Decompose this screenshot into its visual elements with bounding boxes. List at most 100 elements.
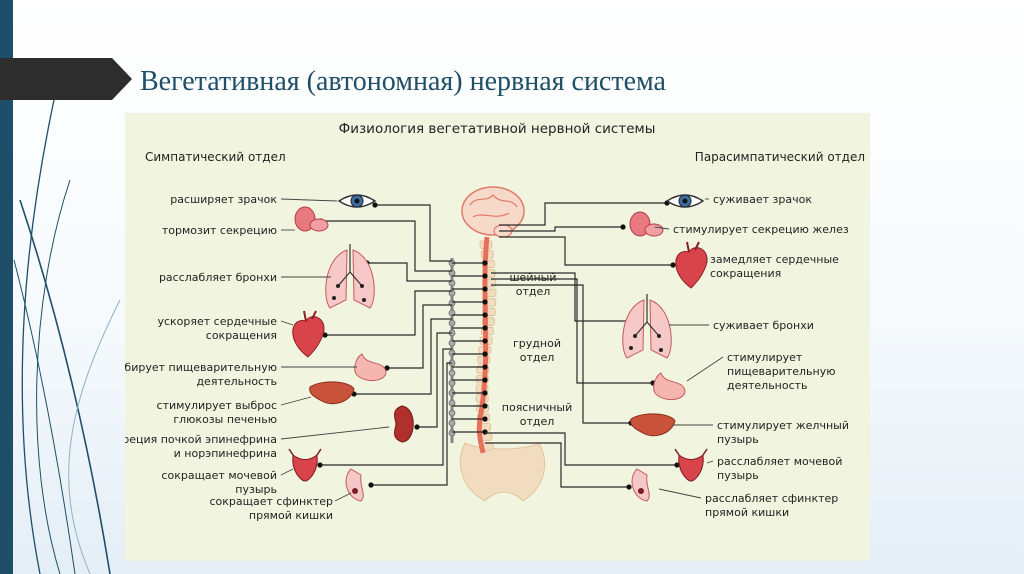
nerve-fiber	[485, 432, 677, 466]
kidney-icon	[394, 405, 414, 443]
nerve-node	[670, 262, 676, 268]
sympathetic-header: Симпатический отдел	[145, 150, 286, 164]
nerve-node	[482, 338, 488, 344]
spine-region-text: отдел	[520, 351, 555, 364]
decorative-curves	[13, 99, 121, 574]
label-pointer	[280, 320, 294, 326]
brain	[461, 186, 525, 238]
ganglion	[448, 429, 456, 437]
nerve-fiber	[499, 202, 667, 226]
sympathetic-effect-text: секреция почкой эпинефрина	[125, 433, 277, 446]
bladder-icon	[288, 448, 322, 482]
ganglion	[448, 419, 456, 427]
spine-region-text: шейный	[509, 271, 556, 284]
stomach-icon	[653, 372, 686, 400]
nerve-fiber	[485, 442, 629, 488]
spine-region-text: грудной	[513, 337, 561, 350]
sympathetic-effect-text: сокращения	[206, 329, 277, 342]
parasympathetic-effect-text: стимулирует желчный	[717, 419, 849, 432]
parasympathetic-effect-text: пищеварительную	[727, 365, 835, 378]
spine-region-text: отдел	[520, 415, 555, 428]
nerve-node	[482, 403, 488, 409]
liver-icon	[630, 413, 676, 437]
nerve-node	[482, 260, 488, 266]
sympathetic-effect-text: глюкозы печенью	[173, 413, 277, 426]
parasympathetic-effect-text: деятельность	[727, 379, 808, 392]
label-pointer	[280, 396, 312, 406]
nerve-fiber	[375, 204, 452, 262]
label-pointers	[280, 198, 724, 502]
ganglion	[448, 399, 456, 407]
salivary-gland-icon	[294, 206, 329, 232]
nerve-node	[620, 224, 626, 230]
nerve-node	[368, 482, 374, 488]
nerve-node	[482, 429, 488, 435]
organ-illustrations	[288, 194, 708, 502]
sympathetic-effect-text: прямой кишки	[249, 509, 333, 522]
nerve-node	[414, 424, 420, 430]
nerve-fiber	[387, 304, 452, 369]
nerve-fiber	[325, 290, 452, 336]
liver-icon	[309, 381, 355, 405]
nerve-fiber	[491, 272, 631, 322]
nerve-node	[674, 462, 680, 468]
spine-region-text: отдел	[516, 285, 551, 298]
nerve-node	[482, 351, 488, 357]
left-accent-bar	[0, 0, 13, 574]
nerve-fiber	[367, 262, 452, 282]
label-pointer	[686, 356, 724, 382]
title-arrow-shape	[0, 58, 132, 100]
label-pointer	[334, 492, 352, 502]
nerve-node	[482, 364, 488, 370]
diagram-canvas: Физиология вегетативной нервной системы …	[125, 121, 865, 522]
bladder-icon	[674, 448, 708, 482]
nerve-node	[482, 312, 488, 318]
parasympathetic-effect-text: сокращения	[710, 267, 781, 280]
label-pointer	[280, 426, 390, 440]
label-pointer	[654, 226, 670, 230]
sympathetic-effect-text: стимулирует выброс	[157, 399, 277, 412]
nerve-fiber	[499, 226, 623, 232]
parasympathetic-effect-text: пузырь	[717, 433, 759, 446]
label-pointer	[280, 198, 338, 202]
parasympathetic-effect-text: прямой кишки	[705, 506, 789, 519]
pelvis-bone	[459, 442, 546, 502]
parasympathetic-effect-text: суживает зрачок	[713, 193, 812, 206]
nerve-node	[482, 390, 488, 396]
nerve-fiber	[491, 284, 631, 424]
nerve-node	[482, 299, 488, 305]
rectum-icon	[345, 468, 364, 502]
slide-title: Вегетативная (автономная) нервная систем…	[140, 66, 666, 97]
parasympathetic-effect-text: расслабляет сфинктер	[705, 492, 838, 505]
nerve-node	[482, 325, 488, 331]
sympathetic-effect-text: тормозит секрецию	[162, 224, 277, 237]
nerve-node	[626, 484, 632, 490]
nerve-node	[482, 273, 488, 279]
sympathetic-effect-text: расширяет зрачок	[170, 193, 277, 206]
parasympathetic-effect-text: стимулирует	[727, 351, 803, 364]
parasympathetic-header: Парасимпатический отдел	[695, 150, 865, 164]
sympathetic-effect-text: сокращает мочевой	[161, 469, 277, 482]
nerve-node	[482, 377, 488, 383]
ganglion	[448, 379, 456, 387]
parasympathetic-effect-text: стимулирует секрецию желез	[673, 223, 849, 236]
diagram-title: Физиология вегетативной нервной системы	[339, 121, 656, 137]
parasympathetic-effect-text: расслабляет мочевой	[717, 455, 842, 468]
nerve-node	[482, 416, 488, 422]
eye-icon	[337, 194, 377, 208]
ans-diagram: Физиология вегетативной нервной системы …	[125, 113, 870, 561]
nerve-fiber	[371, 362, 452, 486]
nerve-fiber	[320, 348, 452, 466]
sympathetic-effect-text: деятельность	[196, 375, 277, 388]
ganglion	[448, 319, 456, 327]
lungs-icon	[325, 244, 375, 309]
nerve-node	[372, 202, 378, 208]
nerve-node	[317, 462, 323, 468]
heart-icon	[292, 310, 325, 358]
nerve-fiber	[417, 332, 452, 428]
parasympathetic-effect-text: пузырь	[717, 469, 759, 482]
sympathetic-effect-text: ускоряет сердечные	[157, 315, 277, 328]
ganglion	[448, 349, 456, 357]
